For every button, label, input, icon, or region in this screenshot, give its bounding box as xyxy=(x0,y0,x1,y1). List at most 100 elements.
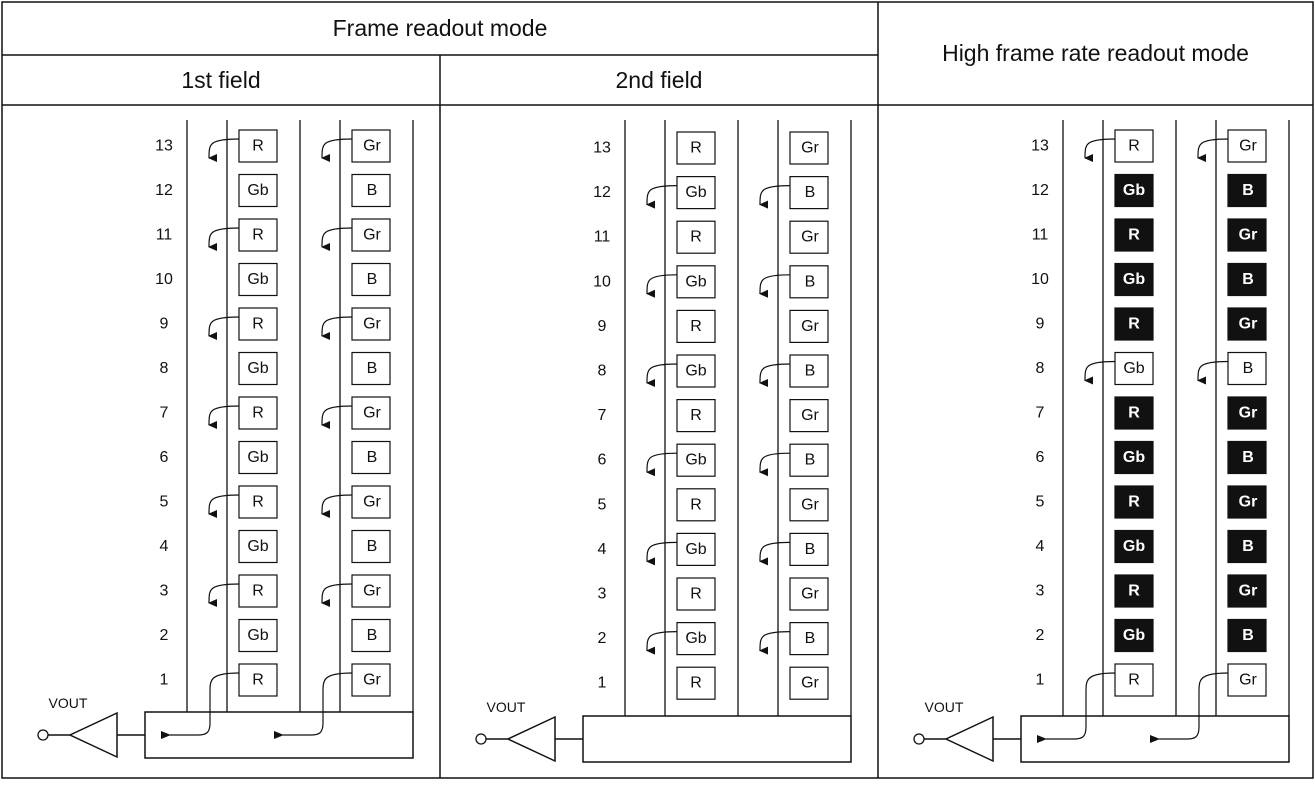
pixel-label-left-row-9: R xyxy=(1128,316,1140,333)
first-field-header: 1st field xyxy=(181,66,261,93)
row-number-7: 7 xyxy=(1036,405,1045,422)
pixel-label-right-row-1: Gr xyxy=(363,672,381,689)
pixel-cell-right-row-6 xyxy=(789,443,829,477)
pixel-cell-right-row-7 xyxy=(351,396,391,430)
pixel-label-left-row-6: Gb xyxy=(1123,449,1145,466)
pixel-cell-right-row-3 xyxy=(1227,574,1267,608)
vout-label: VOUT xyxy=(925,699,964,715)
transfer-arrow-to-register xyxy=(274,672,353,739)
pixel-label-left-row-4: Gb xyxy=(247,538,268,555)
transfer-arrow-row-6 xyxy=(759,452,791,477)
pixel-cell-right-row-5 xyxy=(351,485,391,519)
transfer-arrow-row-6 xyxy=(646,452,678,477)
row-number-4: 4 xyxy=(598,541,607,558)
pixel-cell-right-row-13 xyxy=(789,131,829,165)
pixel-label-left-row-11: R xyxy=(252,227,264,244)
transfer-arrow-row-9 xyxy=(208,316,240,341)
transfer-arrow-row-13 xyxy=(1197,138,1229,163)
pixel-label-left-row-1: R xyxy=(1128,672,1140,689)
pixel-cell-right-row-13 xyxy=(1227,129,1267,163)
horizontal-register xyxy=(582,715,852,763)
pixel-cell-left-row-11 xyxy=(238,218,278,252)
pixel-cell-right-row-1 xyxy=(1227,663,1267,697)
pixel-label-left-row-11: R xyxy=(1128,227,1140,244)
row-number-8: 8 xyxy=(160,360,169,377)
transfer-arrow-row-3 xyxy=(208,583,240,608)
output-terminal-icon xyxy=(475,733,487,745)
pixel-cell-left-row-11 xyxy=(1114,218,1154,252)
pixel-cell-right-row-2 xyxy=(1227,618,1267,653)
pixel-cell-right-row-10 xyxy=(1227,262,1267,297)
pixel-cell-right-row-2 xyxy=(789,621,829,656)
pixel-label-right-row-9: Gr xyxy=(801,318,819,335)
row-number-3: 3 xyxy=(598,586,607,603)
pixel-cell-left-row-6 xyxy=(1114,440,1154,475)
pixel-cell-left-row-1 xyxy=(1114,663,1154,697)
pixel-label-left-row-9: R xyxy=(690,318,702,335)
row-number-3: 3 xyxy=(1036,583,1045,600)
pixel-label-left-row-7: R xyxy=(690,407,702,424)
row-number-13: 13 xyxy=(155,138,173,155)
row-number-8: 8 xyxy=(598,363,607,380)
panel-first-field: VOUT13121110987654321RGbRGbRGbRGbRGbRGbR… xyxy=(37,120,414,759)
pixel-label-left-row-2: Gb xyxy=(1123,627,1145,644)
output-amplifier-icon xyxy=(944,715,994,763)
row-number-8: 8 xyxy=(1036,360,1045,377)
transfer-arrow-row-2 xyxy=(646,631,678,655)
pixel-label-right-row-6: B xyxy=(1242,449,1254,466)
pixel-label-right-row-5: Gr xyxy=(1239,494,1258,511)
row-number-10: 10 xyxy=(1031,271,1049,288)
pixel-cell-right-row-13 xyxy=(351,129,391,163)
pixel-cell-left-row-1 xyxy=(238,663,278,697)
pixel-label-right-row-10: B xyxy=(367,271,378,288)
row-number-11: 11 xyxy=(594,229,611,246)
pixel-label-right-row-3: Gr xyxy=(801,586,819,603)
row-number-12: 12 xyxy=(1031,182,1049,199)
pixel-label-left-row-5: R xyxy=(690,496,702,513)
pixel-cell-left-row-3 xyxy=(1114,574,1154,608)
pixel-cell-right-row-11 xyxy=(1227,218,1267,252)
vout-label: VOUT xyxy=(487,699,526,715)
pixel-label-right-row-7: Gr xyxy=(1239,405,1258,422)
pixel-label-right-row-9: Gr xyxy=(1239,316,1258,333)
pixel-label-right-row-11: Gr xyxy=(801,229,819,246)
pixel-cell-left-row-12 xyxy=(1114,173,1154,208)
pixel-cell-left-row-10 xyxy=(238,262,278,297)
pixel-label-left-row-10: Gb xyxy=(247,271,268,288)
pixel-cell-left-row-12 xyxy=(676,176,716,210)
pixel-label-left-row-6: Gb xyxy=(247,449,268,466)
pixel-cell-left-row-1 xyxy=(676,666,716,700)
pixel-label-right-row-5: Gr xyxy=(363,494,381,511)
pixel-cell-left-row-8 xyxy=(238,351,278,386)
transfer-arrow-row-13 xyxy=(1084,138,1116,163)
pixel-label-right-row-12: B xyxy=(805,184,816,201)
transfer-arrow-to-register xyxy=(1037,672,1116,743)
pixel-cell-left-row-10 xyxy=(676,265,716,299)
pixel-label-right-row-12: B xyxy=(1242,182,1254,199)
pixel-cell-right-row-9 xyxy=(789,309,829,343)
transfer-arrow-row-4 xyxy=(759,541,791,566)
pixel-label-right-row-5: Gr xyxy=(801,496,819,513)
pixel-label-left-row-5: R xyxy=(252,494,264,511)
pixel-label-right-row-6: B xyxy=(367,449,378,466)
pixel-cell-right-row-12 xyxy=(789,176,829,210)
pixel-label-left-row-11: R xyxy=(690,229,702,246)
pixel-label-right-row-9: Gr xyxy=(363,316,381,333)
row-number-11: 11 xyxy=(1032,227,1049,244)
row-number-10: 10 xyxy=(593,273,611,290)
row-number-13: 13 xyxy=(1031,138,1049,155)
pixel-cell-right-row-6 xyxy=(351,440,391,475)
pixel-label-right-row-11: Gr xyxy=(363,227,381,244)
pixel-cell-right-row-10 xyxy=(789,265,829,299)
row-number-12: 12 xyxy=(593,184,611,201)
pixel-cell-left-row-13 xyxy=(238,129,278,163)
pixel-cell-left-row-4 xyxy=(676,532,716,567)
pixel-label-left-row-13: R xyxy=(1128,138,1140,155)
pixel-cell-left-row-9 xyxy=(238,307,278,341)
pixel-cell-left-row-11 xyxy=(676,220,716,254)
pixel-label-left-row-4: Gb xyxy=(1123,538,1145,555)
row-number-7: 7 xyxy=(160,405,169,422)
pixel-cell-right-row-5 xyxy=(789,488,829,522)
pixel-cell-right-row-2 xyxy=(351,618,391,653)
